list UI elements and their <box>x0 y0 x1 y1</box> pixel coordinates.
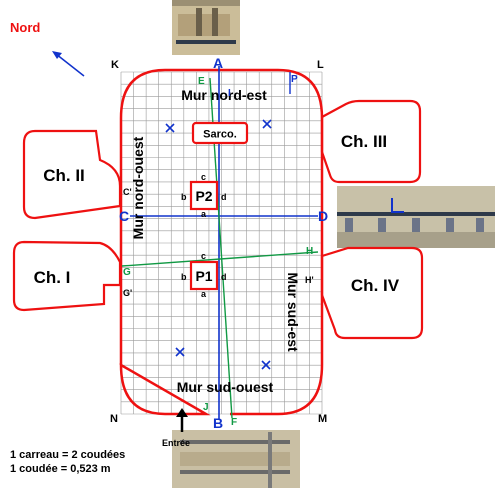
wall-nord-est-label: Mur nord-est <box>181 87 267 103</box>
point-j-label: J <box>203 402 209 413</box>
photo-inset-right <box>337 186 495 248</box>
p1-face-c: c <box>201 251 206 261</box>
corner-n-label: N <box>110 413 118 425</box>
p1-face-a: a <box>201 289 207 299</box>
north-label: Nord <box>10 20 40 35</box>
chamber-ch4-label: Ch. IV <box>351 276 400 295</box>
p2-face-c: c <box>201 172 206 182</box>
scale-legend: 1 carreau = 2 coudées 1 coudée = 0,523 m <box>10 449 125 475</box>
pillar-p1: P1 <box>189 260 219 291</box>
chamber-ch3-label: Ch. III <box>341 132 387 151</box>
north-indicator: Nord <box>10 20 85 77</box>
photo-inset-bottom <box>172 430 300 488</box>
corner-m-label: M <box>318 413 327 425</box>
point-c-prime-label: C' <box>123 187 132 197</box>
wall-sud-ouest-label: Mur sud-ouest <box>177 379 274 395</box>
point-f-label: F <box>231 417 237 428</box>
chamber-ch4 <box>320 246 424 340</box>
chamber-ch2-label: Ch. II <box>43 166 85 185</box>
chamber-ch1 <box>12 240 122 312</box>
wall-nord-ouest-label: Mur nord-ouest <box>130 136 146 239</box>
point-i-label: I <box>228 88 231 99</box>
pillar-face-labels: c b d a c b d a <box>181 172 227 299</box>
blue-cross-markers <box>165 119 272 370</box>
point-d-label: D <box>318 208 328 224</box>
point-h-label: H <box>306 246 313 257</box>
legend-line-1: 1 carreau = 2 coudées <box>10 449 125 461</box>
point-b-label: B <box>213 415 223 431</box>
chamber-ch1-label: Ch. I <box>34 268 71 287</box>
main-hall-outline <box>119 68 324 416</box>
grid <box>120 71 323 415</box>
p1-face-d: d <box>221 272 227 282</box>
sarcophagus: Sarco. <box>191 121 249 145</box>
point-a-label: A <box>213 55 223 71</box>
point-h-prime-label: H' <box>305 275 314 285</box>
corner-k-label: K <box>111 59 119 71</box>
point-g-label: G <box>123 267 131 278</box>
p1-face-b: b <box>181 272 187 282</box>
point-e-label: E <box>198 76 205 87</box>
legend-line-2: 1 coudée = 0,523 m <box>10 463 111 475</box>
north-arrow-icon <box>52 51 85 77</box>
corner-l-label: L <box>317 59 324 71</box>
entrance-label: Entrée <box>162 438 190 448</box>
entrance-arrow-icon <box>176 408 188 432</box>
entrance-marker: Entrée <box>162 408 190 448</box>
wall-sud-est-label: Mur sud-est <box>285 272 301 352</box>
chamber-ch2 <box>22 129 122 220</box>
p2-face-b: b <box>181 192 187 202</box>
sarcophagus-label: Sarco. <box>203 129 237 141</box>
photo-inset-top <box>172 0 240 55</box>
grid-corner-labels: K L N M <box>110 59 327 425</box>
pillar-p1-label: P1 <box>195 268 212 284</box>
point-c-label: C <box>119 208 129 224</box>
pillar-p2: P2 <box>189 180 219 211</box>
point-g-prime-label: G' <box>123 288 132 298</box>
point-p-label: P <box>291 74 298 85</box>
chamber-ch3 <box>320 99 422 184</box>
pillar-p2-label: P2 <box>195 188 212 204</box>
p2-face-d: d <box>221 192 227 202</box>
p2-face-a: a <box>201 209 207 219</box>
